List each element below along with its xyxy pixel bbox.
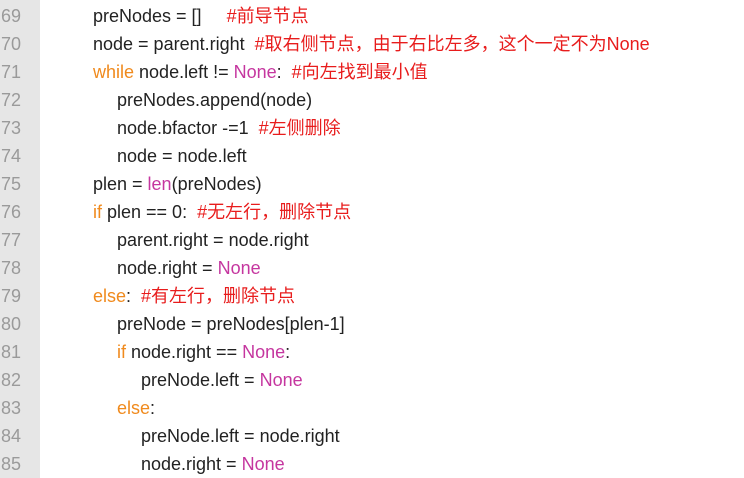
line-number: 74	[1, 146, 22, 166]
line-number: 82	[1, 370, 22, 390]
code-line[interactable]: 73 node.bfactor -=1 #左侧删除	[0, 114, 744, 142]
code-text[interactable]: node = parent.right #取右侧节点，由于右比左多，这个一定不为…	[93, 30, 650, 58]
code-keyword: if	[93, 202, 102, 222]
line-number: 78	[1, 258, 22, 278]
code-token: preNode.left =	[141, 370, 260, 390]
code-token: :	[285, 342, 291, 362]
code-token: :	[150, 398, 156, 418]
code-text[interactable]: preNodes = [] #前导节点	[93, 2, 309, 30]
code-line[interactable]: 72 preNodes.append(node)	[0, 86, 744, 114]
code-token: node.left !=	[134, 62, 234, 82]
code-token: :	[126, 286, 142, 306]
line-number: 76	[1, 202, 22, 222]
code-keyword: if	[117, 342, 126, 362]
code-line[interactable]: 70 node = parent.right #取右侧节点，由于右比左多，这个一定…	[0, 30, 744, 58]
code-token: plen =	[93, 174, 148, 194]
code-keyword: else	[117, 398, 151, 418]
code-line[interactable]: 75 plen = len(preNodes)	[0, 170, 744, 198]
code-text[interactable]: node = node.left	[117, 142, 247, 170]
code-keyword: else	[93, 286, 127, 306]
code-token: parent.right = node.right	[117, 230, 309, 250]
line-number: 70	[1, 34, 22, 54]
line-number: 83	[1, 398, 22, 418]
code-line[interactable]: 77 parent.right = node.right	[0, 226, 744, 254]
code-keyword: while	[93, 62, 135, 82]
code-text[interactable]: else:	[117, 394, 155, 422]
code-text[interactable]: else: #有左行，删除节点	[93, 282, 295, 310]
line-number: 72	[1, 90, 22, 110]
code-token: :	[276, 62, 292, 82]
code-token: plen == 0:	[102, 202, 198, 222]
code-token: preNodes = []	[93, 6, 227, 26]
code-token: node.bfactor -=1	[117, 118, 259, 138]
code-comment: #取右侧节点，由于右比左多，这个一定不为None	[254, 34, 650, 54]
line-number: 75	[1, 174, 22, 194]
code-token: (preNodes)	[171, 174, 262, 194]
code-token: node.right ==	[126, 342, 243, 362]
code-line[interactable]: 69 preNodes = [] #前导节点	[0, 2, 744, 30]
code-builtin: len	[147, 174, 172, 194]
line-number: 81	[1, 342, 22, 362]
line-number: 77	[1, 230, 22, 250]
code-text[interactable]: preNodes.append(node)	[117, 86, 312, 114]
code-text[interactable]: preNode.left = node.right	[141, 422, 340, 450]
code-token: node.right =	[141, 454, 242, 474]
code-builtin: None	[241, 454, 285, 474]
code-line[interactable]: 74 node = node.left	[0, 142, 744, 170]
code-token: node = node.left	[117, 146, 247, 166]
code-comment: #无左行，删除节点	[197, 202, 352, 222]
code-text[interactable]: preNode.left = None	[141, 366, 303, 394]
code-builtin: None	[233, 62, 277, 82]
code-text[interactable]: while node.left != None: #向左找到最小值	[93, 58, 428, 86]
code-text[interactable]: plen = len(preNodes)	[93, 170, 262, 198]
code-text[interactable]: node.bfactor -=1 #左侧删除	[117, 114, 341, 142]
code-builtin: None	[259, 370, 303, 390]
code-text[interactable]: parent.right = node.right	[117, 226, 309, 254]
code-line[interactable]: 71 while node.left != None: #向左找到最小值	[0, 58, 744, 86]
line-number: 69	[1, 6, 22, 26]
code-builtin: None	[242, 342, 286, 362]
code-text[interactable]: if node.right == None:	[117, 338, 290, 366]
line-number: 79	[1, 286, 22, 306]
line-number: 85	[1, 454, 22, 474]
code-line[interactable]: 78 node.right = None	[0, 254, 744, 282]
code-line[interactable]: 81 if node.right == None:	[0, 338, 744, 366]
line-number-gutter	[0, 0, 40, 478]
code-line[interactable]: 79 else: #有左行，删除节点	[0, 282, 744, 310]
code-token: preNode = preNodes[plen-1]	[117, 314, 345, 334]
code-line[interactable]: 85 node.right = None	[0, 450, 744, 478]
code-text[interactable]: if plen == 0: #无左行，删除节点	[93, 198, 351, 226]
code-text[interactable]: node.right = None	[141, 450, 285, 478]
code-line[interactable]: 80 preNode = preNodes[plen-1]	[0, 310, 744, 338]
code-text[interactable]: preNode = preNodes[plen-1]	[117, 310, 345, 338]
code-line[interactable]: 83 else:	[0, 394, 744, 422]
code-comment: #有左行，删除节点	[141, 286, 296, 306]
line-number: 84	[1, 426, 22, 446]
code-token: node.right =	[117, 258, 218, 278]
code-comment: #左侧删除	[258, 118, 341, 138]
code-comment: #前导节点	[226, 6, 309, 26]
code-line[interactable]: 76 if plen == 0: #无左行，删除节点	[0, 198, 744, 226]
code-token: preNode.left = node.right	[141, 426, 340, 446]
code-line[interactable]: 82 preNode.left = None	[0, 366, 744, 394]
code-text[interactable]: node.right = None	[117, 254, 261, 282]
code-line[interactable]: 84 preNode.left = node.right	[0, 422, 744, 450]
code-token: node = parent.right	[93, 34, 255, 54]
line-number: 73	[1, 118, 22, 138]
line-number: 71	[1, 62, 22, 82]
code-builtin: None	[217, 258, 261, 278]
code-comment: #向左找到最小值	[291, 62, 428, 82]
line-number: 80	[1, 314, 22, 334]
code-token: preNodes.append(node)	[117, 90, 313, 110]
